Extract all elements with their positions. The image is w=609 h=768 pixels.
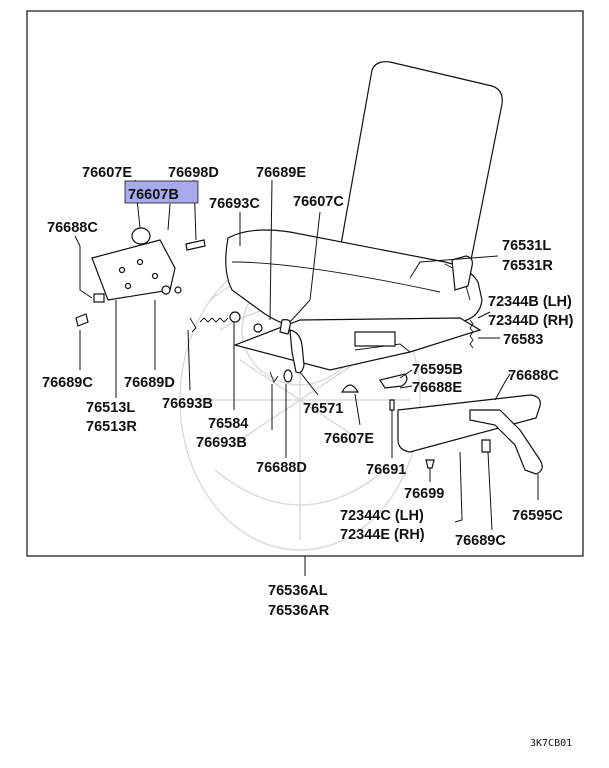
diagram-code: 3K7CB01: [530, 738, 572, 749]
label-76689C-left[interactable]: 76689C: [42, 375, 93, 391]
label-76689C-right[interactable]: 76689C: [455, 533, 506, 549]
label-76595C[interactable]: 76595C: [512, 508, 563, 524]
label-76607C[interactable]: 76607C: [293, 194, 344, 210]
label-76688C-right[interactable]: 76688C: [508, 368, 559, 384]
part-labels: 76607E 76698D 76689E 76607B 76693C 76607…: [42, 165, 574, 549]
seat-back: [339, 61, 503, 266]
label-76536AL[interactable]: 76536AL: [268, 583, 328, 599]
seat-cushion: [225, 229, 483, 333]
label-76688D[interactable]: 76688D: [256, 460, 307, 476]
label-76531R[interactable]: 76531R: [502, 258, 553, 274]
hardware-parts: [75, 227, 491, 469]
label-76513R[interactable]: 76513R: [86, 419, 137, 435]
label-76607E-bottom[interactable]: 76607E: [324, 431, 374, 447]
label-76698D[interactable]: 76698D: [168, 165, 219, 181]
label-76531L[interactable]: 76531L: [502, 238, 551, 254]
label-76693B-a[interactable]: 76693B: [162, 396, 213, 412]
label-76583[interactable]: 76583: [503, 332, 543, 348]
label-72344D[interactable]: 72344D (RH): [488, 313, 574, 329]
label-76571[interactable]: 76571: [303, 401, 343, 417]
label-76699[interactable]: 76699: [404, 486, 444, 502]
label-72344E[interactable]: 72344E (RH): [340, 527, 425, 543]
leader-lines: [74, 179, 539, 576]
label-76584[interactable]: 76584: [208, 416, 248, 432]
label-76689D[interactable]: 76689D: [124, 375, 175, 391]
label-76691[interactable]: 76691: [366, 462, 406, 478]
label-76513L[interactable]: 76513L: [86, 400, 135, 416]
label-76607B[interactable]: 76607B: [128, 187, 179, 203]
label-76693B-b[interactable]: 76693B: [196, 435, 247, 451]
seat-frame: [233, 317, 543, 475]
label-76595B[interactable]: 76595B: [412, 362, 463, 378]
highlight-76607B: [124, 180, 199, 204]
label-76536AR[interactable]: 76536AR: [268, 603, 330, 619]
label-76607E-top[interactable]: 76607E: [82, 165, 132, 181]
label-76693C[interactable]: 76693C: [209, 196, 260, 212]
label-72344B[interactable]: 72344B (LH): [488, 294, 572, 310]
label-76688E[interactable]: 76688E: [412, 380, 462, 396]
label-72344C[interactable]: 72344C (LH): [340, 508, 424, 524]
label-76689E[interactable]: 76689E: [256, 165, 306, 181]
label-76688C-left[interactable]: 76688C: [47, 220, 98, 236]
